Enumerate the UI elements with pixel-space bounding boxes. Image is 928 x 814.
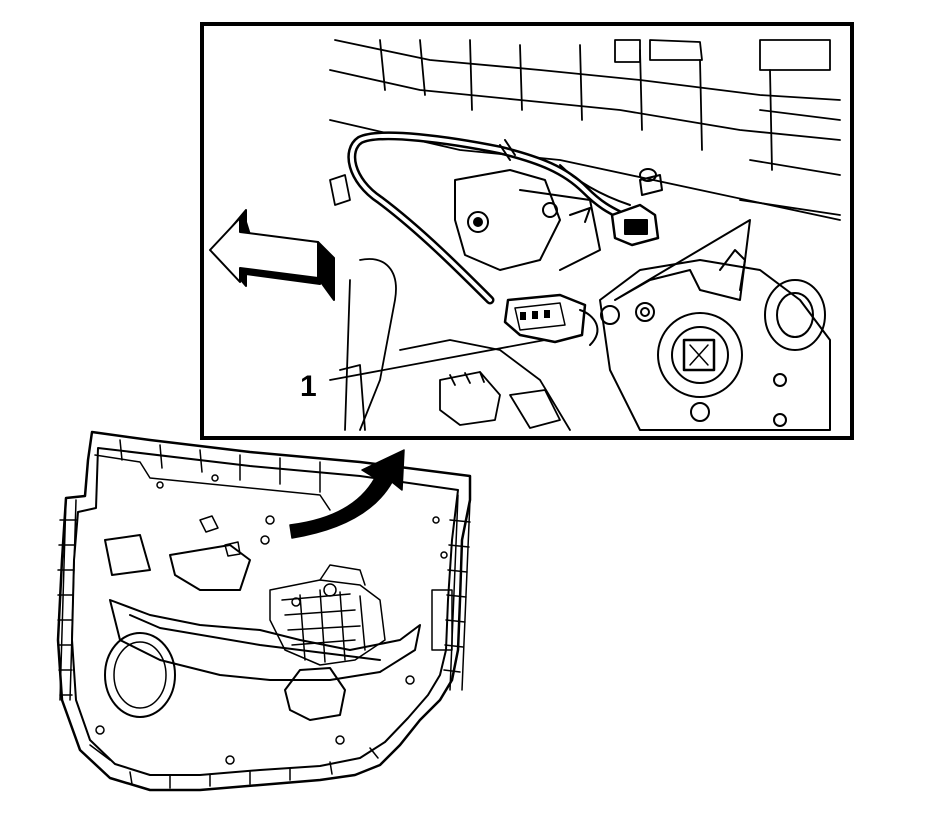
mounting-bracket (454, 169, 601, 271)
panel-clips (95, 474, 448, 765)
speaker-grille (104, 632, 176, 718)
right-rib-strip (431, 494, 471, 691)
top-rail (94, 439, 331, 511)
detail-view: 1 (200, 22, 854, 440)
door-trim-panel (56, 430, 472, 792)
lower-pocket (284, 667, 346, 721)
curved-arrow-icon (289, 449, 405, 539)
left-arrow-icon (209, 209, 335, 301)
handle-pocket (169, 544, 251, 591)
electrical-connector (503, 293, 599, 346)
callout-leader-line (329, 339, 546, 381)
bottom-rim-detail (89, 744, 379, 789)
mechanism-cluster (269, 564, 386, 666)
left-rib-strip (57, 497, 77, 701)
wiring-harness (347, 131, 631, 305)
arm-rest (109, 599, 421, 681)
upper-connector (610, 203, 660, 247)
callout-label-1: 1 (300, 370, 317, 403)
regulator-boss (657, 312, 743, 398)
door-panel-outline (56, 430, 472, 792)
guide-wedge (614, 219, 751, 301)
pivot-boss (764, 279, 826, 351)
inner-panel-lower (339, 258, 571, 431)
